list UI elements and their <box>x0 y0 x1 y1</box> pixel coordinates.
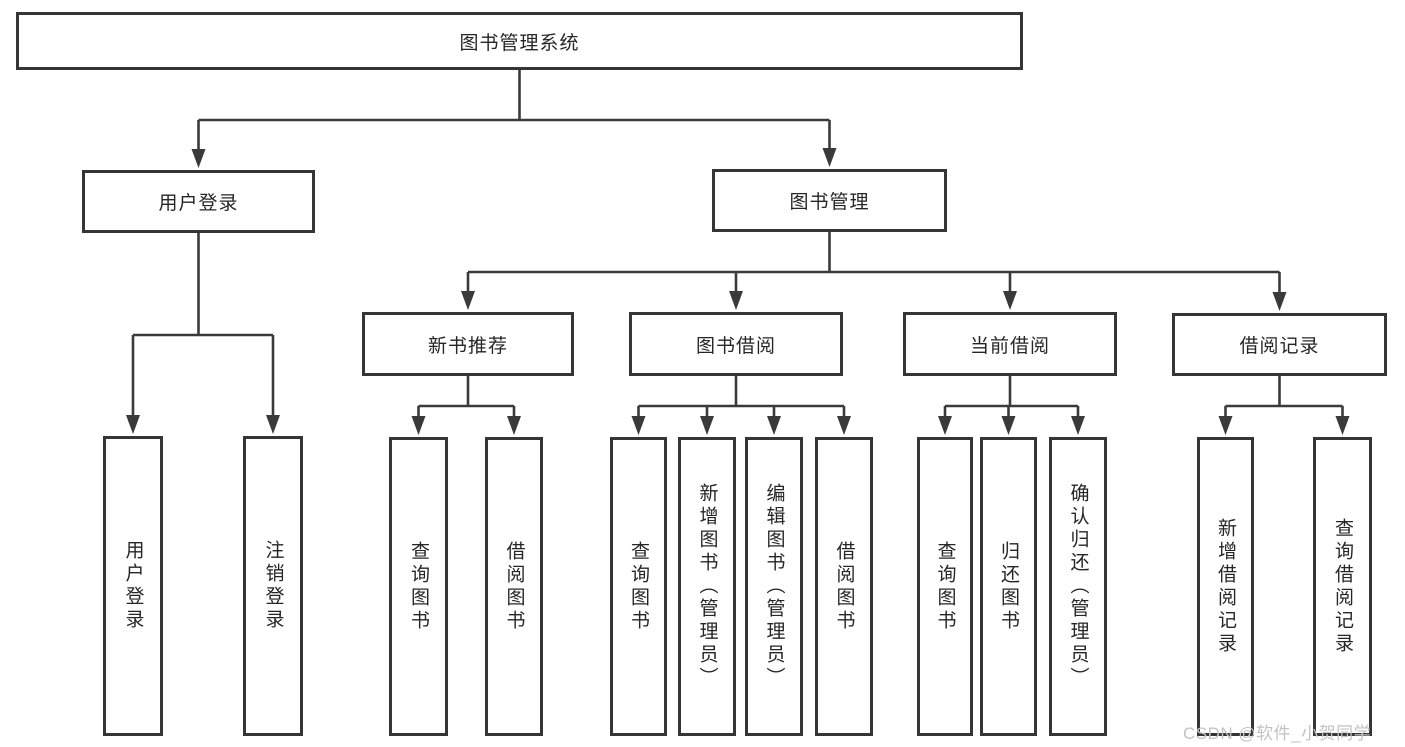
node-library-management-system: 图书管理系统 <box>16 12 1023 70</box>
node-current-borrowing: 当前借阅 <box>903 312 1117 376</box>
leaf-borrow-books-recommend: 借阅图书 <box>485 437 543 736</box>
node-book-management: 图书管理 <box>712 169 947 232</box>
leaf-add-borrow-record: 新增借阅记录 <box>1197 437 1254 736</box>
leaf-edit-books-admin: 编辑图书（管理员） <box>745 437 803 736</box>
tree-edges <box>131 70 1344 423</box>
leaf-add-books-admin: 新增图书（管理员） <box>678 437 736 736</box>
leaf-logout: 注销登录 <box>243 436 303 736</box>
leaf-query-books-current: 查询图书 <box>917 437 973 736</box>
leaf-return-books: 归还图书 <box>980 437 1037 736</box>
node-book-borrowing: 图书借阅 <box>629 312 843 376</box>
node-borrowing-records: 借阅记录 <box>1172 313 1387 376</box>
node-user-login: 用户登录 <box>82 170 315 233</box>
leaf-query-books-borrowing: 查询图书 <box>610 437 667 736</box>
node-new-book-recommendation: 新书推荐 <box>362 312 574 376</box>
leaf-user-login: 用户登录 <box>103 436 163 736</box>
leaf-borrow-books-borrowing: 借阅图书 <box>815 437 873 736</box>
leaf-query-books-recommend: 查询图书 <box>389 437 448 736</box>
leaf-confirm-return-admin: 确认归还（管理员） <box>1049 437 1107 736</box>
csdn-watermark: CSDN @软件_小贺同学 <box>1183 724 1372 743</box>
leaf-query-borrow-record: 查询借阅记录 <box>1313 437 1372 736</box>
arrowheads <box>126 148 1350 435</box>
